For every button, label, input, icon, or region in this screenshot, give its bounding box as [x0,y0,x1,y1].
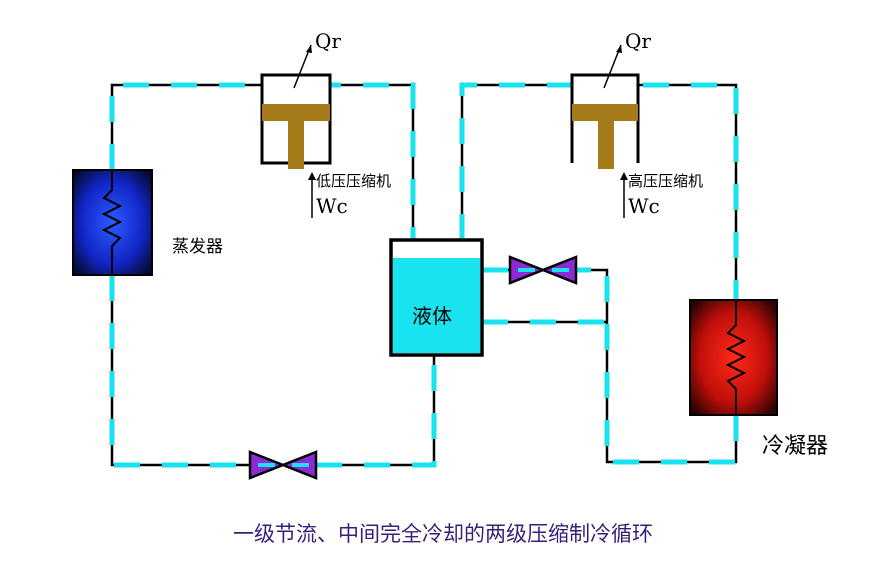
evaporator: 蒸发器 [72,169,223,276]
pipe-valve-to-tank [316,355,436,467]
hp-piston-head [572,104,638,121]
hp-compressor-label: 高压压缩机 [628,172,703,190]
diagram-caption: 一级节流、中间完全冷却的两级压缩制冷循环 [233,522,653,546]
hp-work-label: Wc [628,194,660,218]
expansion-valve-top [508,255,578,285]
pipe-tank-to-hp [460,83,572,240]
hp-piston-rod [598,121,614,169]
pipe-hp-to-cond [638,83,738,300]
tank-liquid [393,258,480,353]
intercooler-tank: 液体 [389,238,484,357]
evaporator-coil-icon [101,170,123,275]
lp-heat-label: Qr [315,29,341,53]
expansion-valve-bottom [248,450,318,480]
condenser-label: 冷凝器 [762,434,828,459]
tank-liquid-label: 液体 [412,304,452,328]
evaporator-label: 蒸发器 [172,237,223,257]
lp-piston-head [262,104,330,121]
flow-to-tank [316,355,437,468]
pipe-cond-to-valve [576,268,738,464]
hp-heat-label: Qr [625,29,651,53]
condenser-box [689,299,778,416]
lp-piston-rod [288,121,304,169]
flow-left-bottom [109,275,250,468]
condenser-coil-icon [725,300,747,415]
low-pressure-compressor: Qr 低压压缩机 Wc [260,29,391,218]
high-pressure-compressor: Qr 高压压缩机 Wc [570,29,703,218]
condenser: 冷凝器 [689,299,828,459]
pipe-evap-to-lp [110,83,262,170]
lp-compressor-label: 低压压缩机 [316,172,391,190]
lp-work-label: Wc [316,194,348,218]
pipe-evap-bottom [110,275,250,467]
